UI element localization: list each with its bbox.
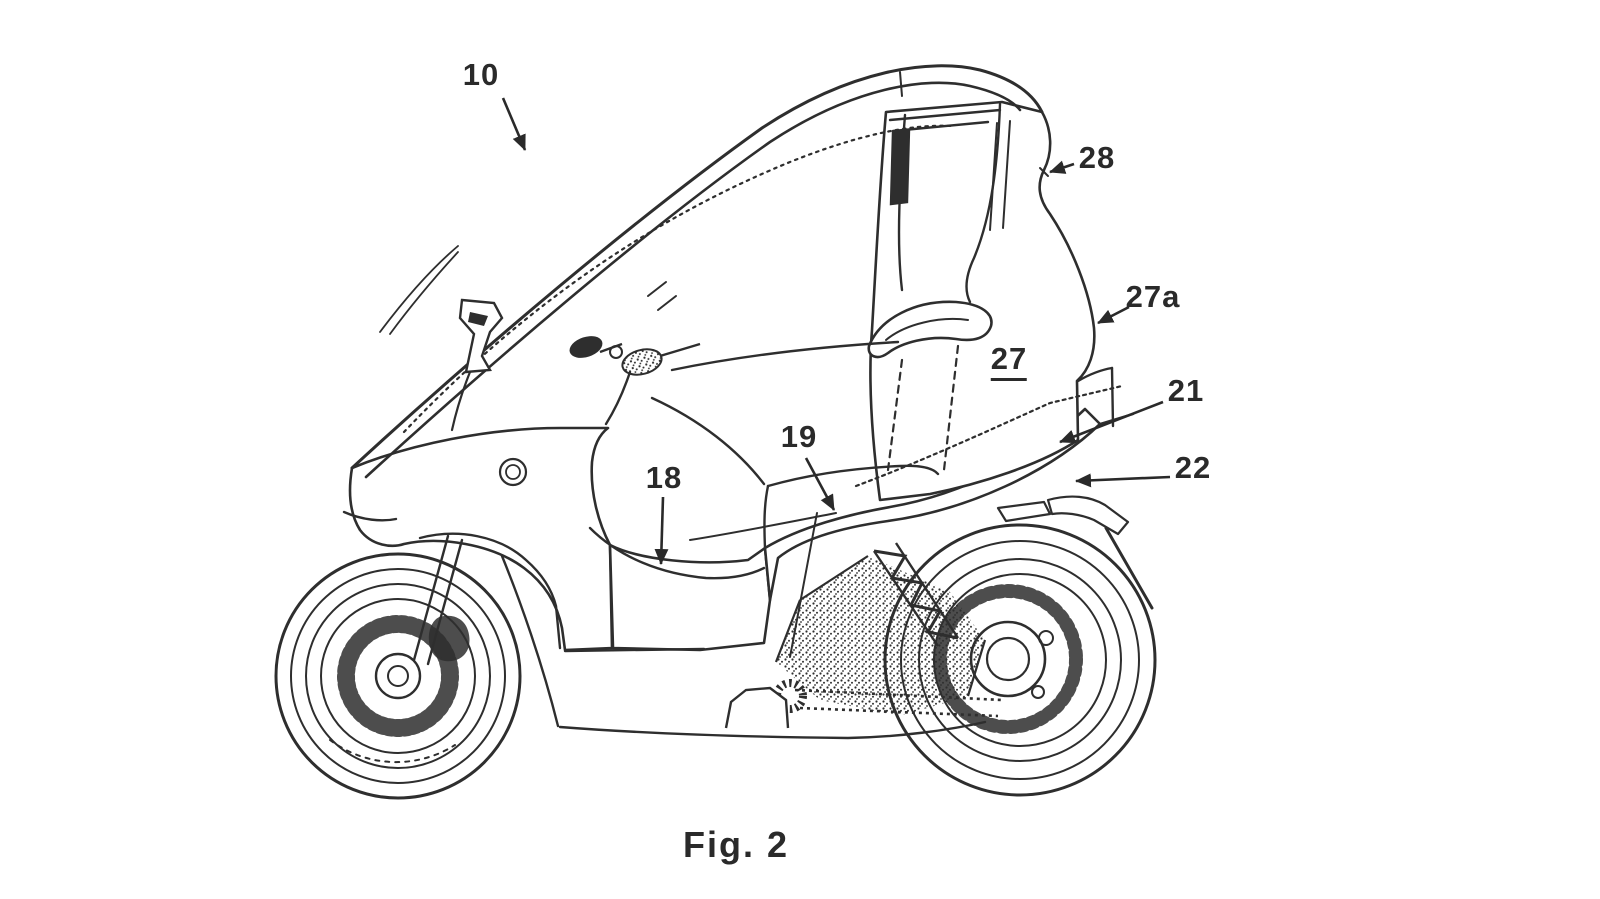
engine-and-drivetrain bbox=[724, 542, 1003, 729]
leader-arrow-10 bbox=[501, 97, 527, 151]
bodywork bbox=[348, 100, 1130, 652]
figure-caption: Fig. 2 bbox=[682, 824, 790, 865]
leader-arrow-27a bbox=[1097, 305, 1130, 325]
handlebar-and-mirror bbox=[569, 336, 701, 376]
body-detail-lines bbox=[342, 102, 1154, 740]
ref-label-18: 18 bbox=[645, 460, 683, 495]
leader-arrow-28 bbox=[1049, 160, 1075, 174]
leader-arrow-19 bbox=[804, 457, 836, 511]
ref-label-21: 21 bbox=[1167, 373, 1205, 408]
ref-label-27: 27 bbox=[990, 341, 1028, 381]
ref-label-27a: 27a bbox=[1125, 279, 1181, 314]
ref-label-10: 10 bbox=[462, 57, 500, 92]
leader-arrows bbox=[501, 97, 1171, 565]
roof-and-windshield bbox=[350, 64, 1044, 479]
leader-arrow-21 bbox=[1059, 400, 1164, 444]
leader-arrow-18 bbox=[654, 496, 669, 565]
ref-label-22: 22 bbox=[1174, 450, 1212, 485]
leader-arrow-22 bbox=[1075, 473, 1171, 488]
ref-label-19: 19 bbox=[780, 419, 818, 454]
front-wheel bbox=[274, 552, 522, 800]
ref-label-28: 28 bbox=[1078, 140, 1116, 175]
